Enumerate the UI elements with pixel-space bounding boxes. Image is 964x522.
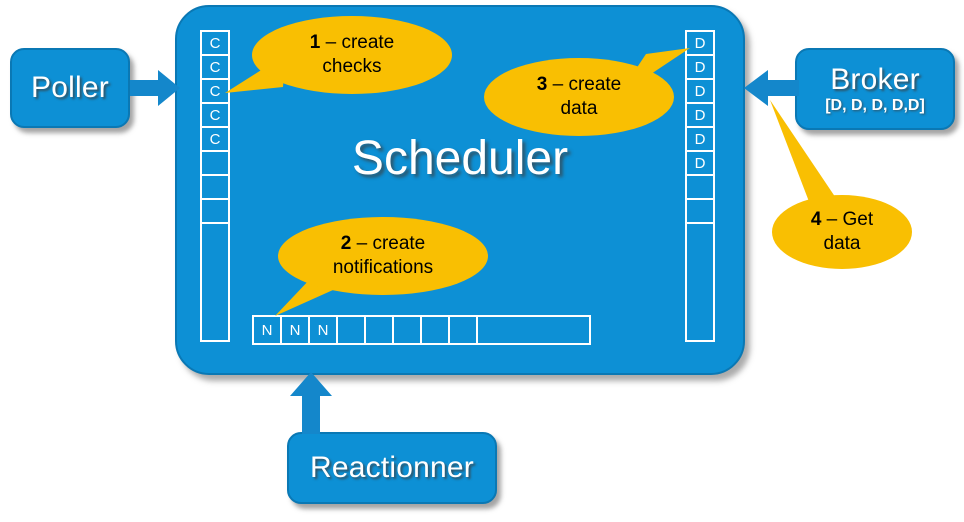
queue-cell (476, 315, 591, 345)
data-queue: D D D D D D (685, 30, 715, 342)
queue-cell: C (200, 102, 230, 128)
callout-1-number: 1 (309, 32, 321, 54)
callout-1-dash: – (320, 32, 342, 54)
callout-1-text2: checks (322, 56, 382, 77)
callout-3-create-data[interactable]: 3 – create data (484, 58, 674, 136)
callout-4-tail (770, 100, 852, 225)
queue-cell (448, 315, 478, 345)
queue-cell (200, 174, 230, 200)
broker-payload: [D, D, D, D,D] (825, 96, 925, 114)
queue-cell (200, 222, 230, 342)
callout-4-text: Get (842, 209, 874, 231)
callout-2-text: create (372, 233, 426, 255)
callout-3-number: 3 (536, 74, 548, 96)
callout-4-number: 4 (810, 209, 822, 231)
callout-4-text2: data (823, 233, 861, 254)
callout-3-text2: data (560, 98, 598, 119)
callout-4-get-data[interactable]: 4 – Get data (772, 195, 912, 269)
callout-2-create-notifications[interactable]: 2 – create notifications (278, 217, 488, 295)
callout-3-dash: – (547, 74, 569, 96)
callout-2-dash: – (351, 233, 373, 255)
queue-cell: C (200, 126, 230, 152)
broker-node[interactable]: Broker [D, D, D, D,D] (795, 48, 955, 130)
callout-4-dash: – (821, 209, 843, 231)
callout-2-number: 2 (340, 233, 352, 255)
queue-cell (685, 174, 715, 200)
queue-cell (420, 315, 450, 345)
queue-cell (392, 315, 422, 345)
queue-cell (364, 315, 394, 345)
arrow-poller-to-scheduler-icon (130, 70, 180, 106)
queue-cell: D (685, 102, 715, 128)
arrow-broker-to-scheduler-icon (744, 70, 799, 106)
scheduler-title: Scheduler (351, 132, 569, 185)
callout-1-text: create (341, 32, 395, 54)
queue-cell (685, 222, 715, 342)
callout-1-create-checks[interactable]: 1 – create checks (252, 16, 452, 94)
queue-cell: D (685, 150, 715, 176)
queue-cell: C (200, 30, 230, 56)
queue-cell (200, 198, 230, 224)
reactionner-label: Reactionner (310, 451, 474, 484)
arrow-reactionner-to-scheduler-icon (290, 372, 332, 434)
poller-node[interactable]: Poller (10, 48, 130, 128)
reactionner-node[interactable]: Reactionner (287, 432, 497, 504)
queue-cell (685, 198, 715, 224)
queue-cell: D (685, 126, 715, 152)
notifications-queue: N N N (252, 315, 591, 345)
callout-2-text2: notifications (332, 257, 434, 278)
poller-label: Poller (31, 71, 109, 104)
queue-cell (200, 150, 230, 176)
queue-cell (336, 315, 366, 345)
broker-label: Broker (830, 62, 920, 96)
callout-3-text: create (568, 74, 622, 96)
